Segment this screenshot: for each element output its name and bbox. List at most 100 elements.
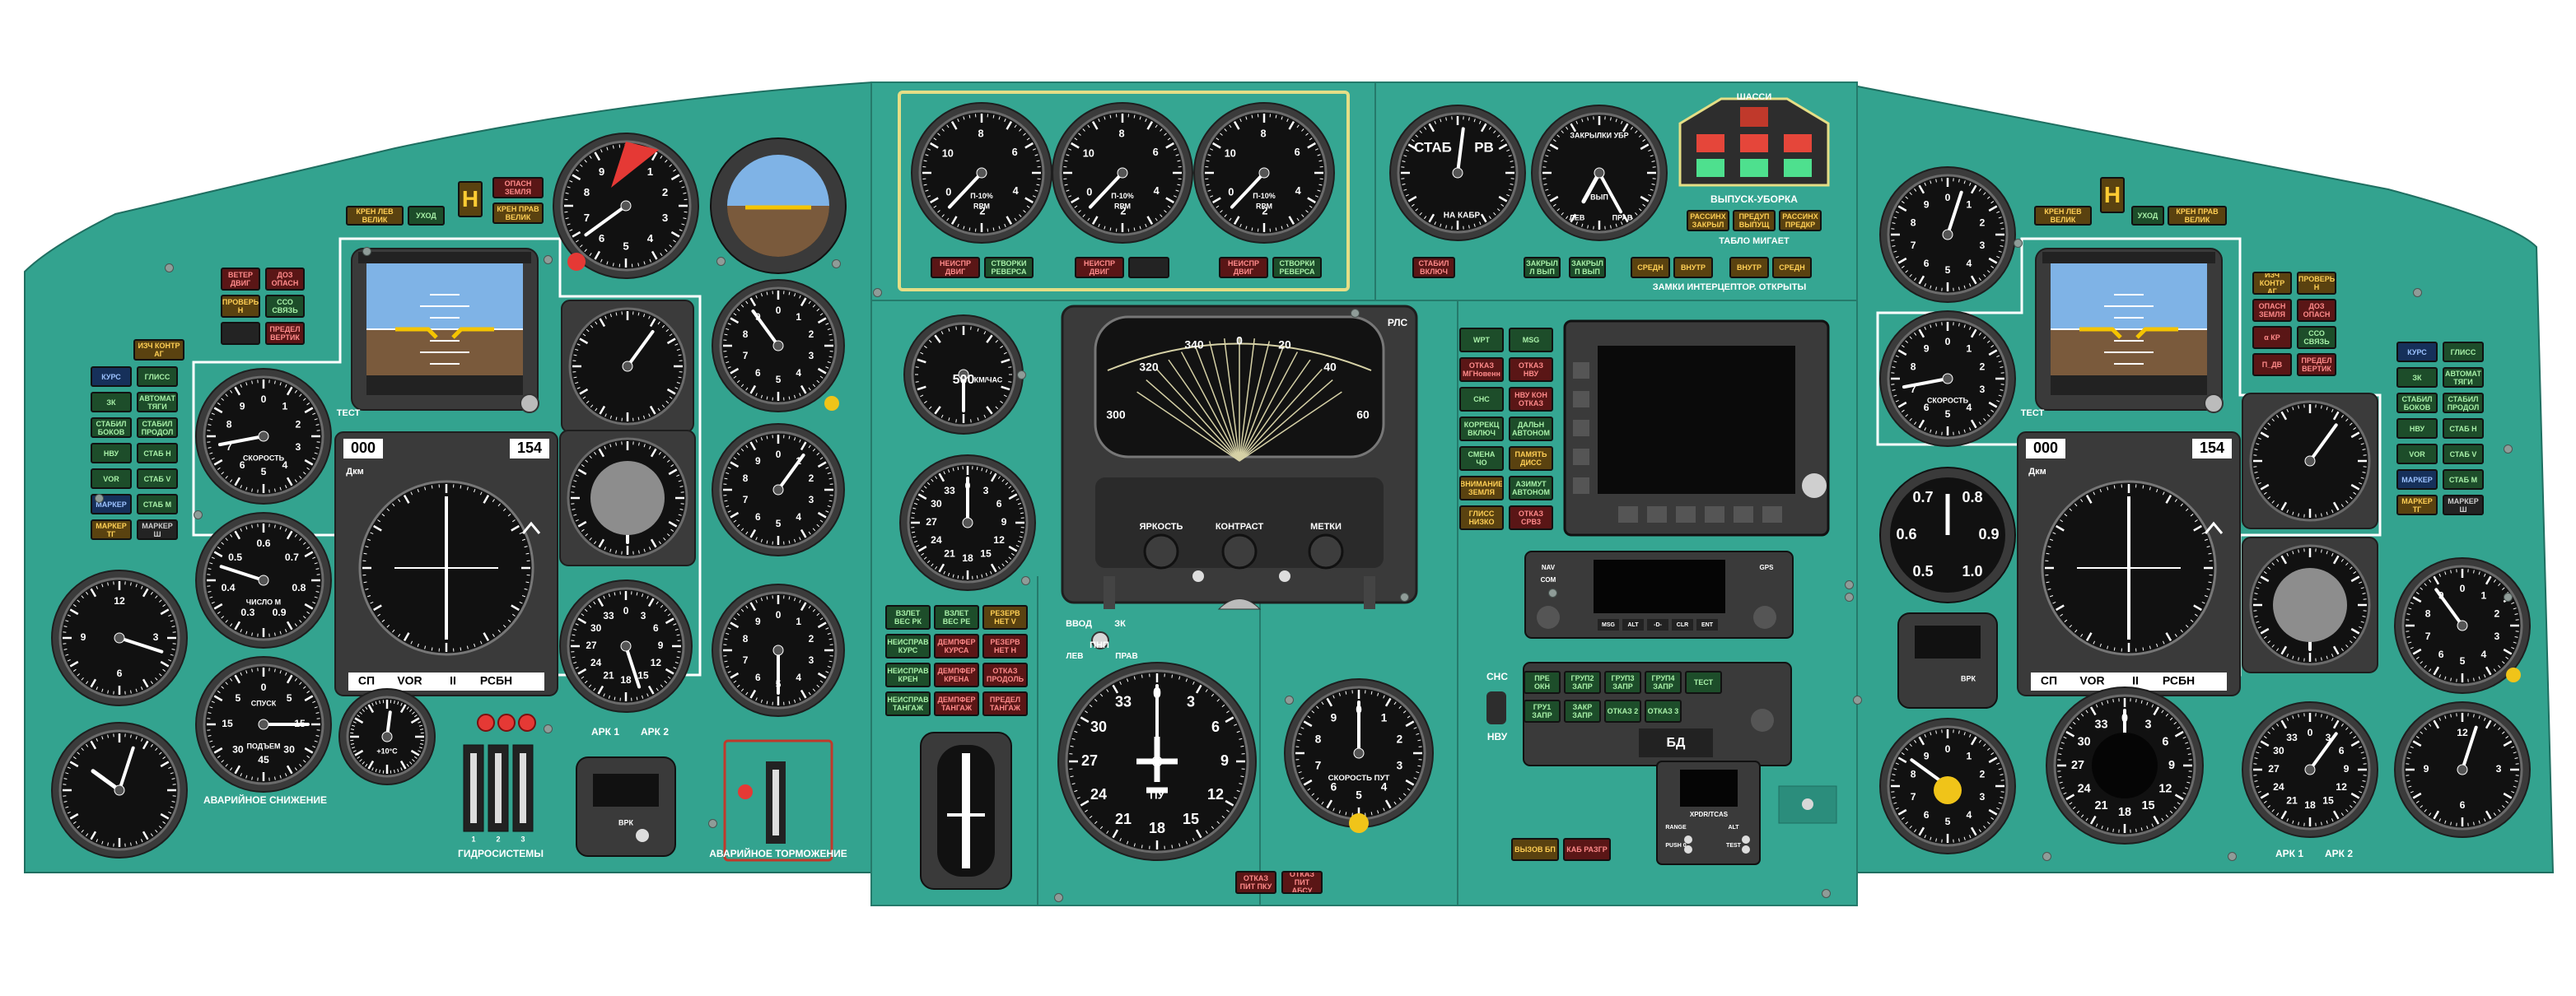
gauge-scale-label: 18	[2304, 799, 2316, 811]
panel-screw	[2504, 593, 2513, 602]
turn-slip-indicator	[921, 733, 1011, 889]
gauge-scale-label: 1	[796, 311, 801, 323]
panel-screw	[544, 255, 553, 264]
xpdr-btn-1[interactable]	[1684, 845, 1692, 854]
radar-handle-right[interactable]	[1364, 576, 1375, 609]
mfd-knob[interactable]	[1802, 473, 1827, 498]
small-toggle[interactable]	[1802, 798, 1813, 810]
gauge-caption: RPM	[1114, 202, 1131, 211]
mfd-bottom-key-0[interactable]	[1618, 506, 1638, 523]
gear-warning-button[interactable]: ПРЕДУП ВЫПУЩ	[1733, 210, 1776, 231]
gauge-scale-label: 9	[2424, 763, 2429, 775]
gauge-scale-label: 0.9	[273, 607, 287, 618]
altimeter-knob[interactable]	[824, 396, 839, 411]
gauge-scale-label: 30	[232, 743, 244, 755]
rpm1-engine-fault: НЕИСПР ДВИГ	[931, 257, 980, 278]
gauge-tick	[2188, 754, 2191, 755]
gauge-scale-label: 3	[2494, 631, 2499, 642]
right-vario-knob[interactable]	[1934, 776, 1962, 804]
gauge-scale-label: 6	[755, 367, 761, 379]
radar-knob-0[interactable]	[1145, 535, 1178, 568]
gauge-scale-label: 33	[1115, 694, 1132, 710]
panel-screw	[544, 724, 553, 733]
gauge-tick	[958, 575, 959, 579]
gear-flaps-async-button[interactable]: РАССИНХ ЗАКРЫЛ	[1687, 210, 1729, 231]
hsi-unit-label: Дкм	[2028, 467, 2046, 477]
mach-right-5: 1.0	[1962, 563, 1982, 579]
com-knob-left[interactable]	[1537, 606, 1560, 629]
gauge-scale-label: 6	[755, 672, 761, 683]
mfd-lsk-left-2[interactable]	[1573, 420, 1589, 436]
left-side-annunciator-2: ПРОВЕРЬ Н	[221, 295, 260, 318]
center-left-annunciator-2: РЕЗЕРВ НЕТ V	[982, 605, 1028, 630]
gauge-caption: СКОРОСТЬ ПУТ	[1328, 774, 1390, 783]
mfd-bottom-key-4[interactable]	[1734, 506, 1753, 523]
gauge-scale-label: 7	[1911, 240, 1916, 251]
gauge-tick	[1172, 845, 1173, 848]
radar-handle-left[interactable]	[1104, 576, 1115, 609]
gauge-tick	[2113, 699, 2114, 702]
adi-sky	[366, 263, 523, 329]
mfd-lsk-left-1[interactable]	[1573, 391, 1589, 407]
nav-knob[interactable]	[1751, 709, 1774, 732]
xpdr-title: XPDR/TCAS	[1690, 811, 1729, 818]
gauge-scale-label: 18	[2118, 806, 2131, 819]
right-mode-annunciator-5: СТАБИЛ ПРОДОЛ	[2443, 393, 2484, 413]
center-right-annunciator-10: ВНИМАНИЕ ЗЕМЛЯ	[1459, 476, 1504, 500]
gear-caption: ВЫПУСК-УБОРКА	[1710, 193, 1798, 205]
gauge-scale-label: 0	[1086, 186, 1092, 198]
gauge-tick	[1071, 776, 1074, 777]
mfd-lsk-left-0[interactable]	[1573, 362, 1589, 379]
aoa-warning-light	[567, 253, 586, 271]
gear-slats-async-button[interactable]: РАССИНХ ПРЕДКР	[1779, 210, 1822, 231]
radar-knob-2[interactable]	[1309, 535, 1342, 568]
center-right-annunciator-9: ПАМЯТЬ ДИСС	[1509, 446, 1553, 471]
right-mode-annunciator-7: СТАБ Н	[2443, 418, 2484, 439]
left-ground-danger-annunciator: ОПАСН ЗЕМЛЯ	[492, 177, 544, 198]
mfd-bottom-key-5[interactable]	[1762, 506, 1782, 523]
radar-title: РЛС	[1388, 317, 1408, 328]
left-vrk-label: ВРК	[618, 818, 634, 826]
gauge-scale-label: 5	[235, 692, 240, 704]
left-blank-gauge-face	[590, 461, 665, 535]
mfd-bottom-key-1[interactable]	[1647, 506, 1667, 523]
adi-knob[interactable]	[520, 394, 539, 412]
gauge-scale-label: 12	[114, 595, 125, 607]
adi-test-label: ТЕСТ	[2021, 408, 2045, 418]
snc-nvu-switch[interactable]	[1486, 691, 1506, 724]
right-altimeter-knob[interactable]	[2506, 668, 2521, 682]
left-ark1-label: АРК 1	[591, 726, 619, 738]
panel-screw	[2504, 444, 2513, 454]
xpdr-btn-3[interactable]	[1742, 845, 1750, 854]
gauge-scale-label: 5	[776, 518, 782, 529]
left-bank-left-annunciator: КРЕН ЛЕВ ВЕЛИК	[346, 206, 404, 226]
adi-knob[interactable]	[2205, 394, 2223, 412]
gauge-scale-label: 3	[983, 485, 989, 496]
com-knob-right[interactable]	[1753, 606, 1776, 629]
left-vrk-knob[interactable]	[636, 829, 649, 842]
standby-attitude	[711, 138, 846, 273]
mfd-bottom-key-2[interactable]	[1676, 506, 1696, 523]
left-bank-gauge	[562, 300, 693, 432]
gauge-tick	[1008, 382, 1011, 383]
ground-speed-knob[interactable]	[1349, 813, 1369, 833]
gauge-scale-label: 2	[1397, 733, 1403, 746]
panel-screw	[1845, 580, 1854, 589]
gauge-caption: ЧИСЛО М	[246, 598, 281, 607]
gauge-scale-label: 0	[945, 186, 951, 198]
flaps-mid-label: ВЫП	[1590, 193, 1608, 201]
gauge-scale-label: 30	[1090, 719, 1107, 735]
mfd-lsk-left-4[interactable]	[1573, 477, 1589, 494]
gauge-scale-label: 3	[809, 654, 814, 666]
radar-knob-1[interactable]	[1223, 535, 1256, 568]
mfd-lsk-left-3[interactable]	[1573, 449, 1589, 465]
xpdr-btn-2[interactable]	[1742, 835, 1750, 844]
gauge-hub	[1354, 748, 1364, 758]
hsi-mode-0: СП	[358, 674, 375, 687]
gauge-scale-label: 6	[2162, 735, 2168, 748]
gear-red-light-0	[1696, 134, 1724, 152]
mfd-bottom-key-3[interactable]	[1705, 506, 1724, 523]
